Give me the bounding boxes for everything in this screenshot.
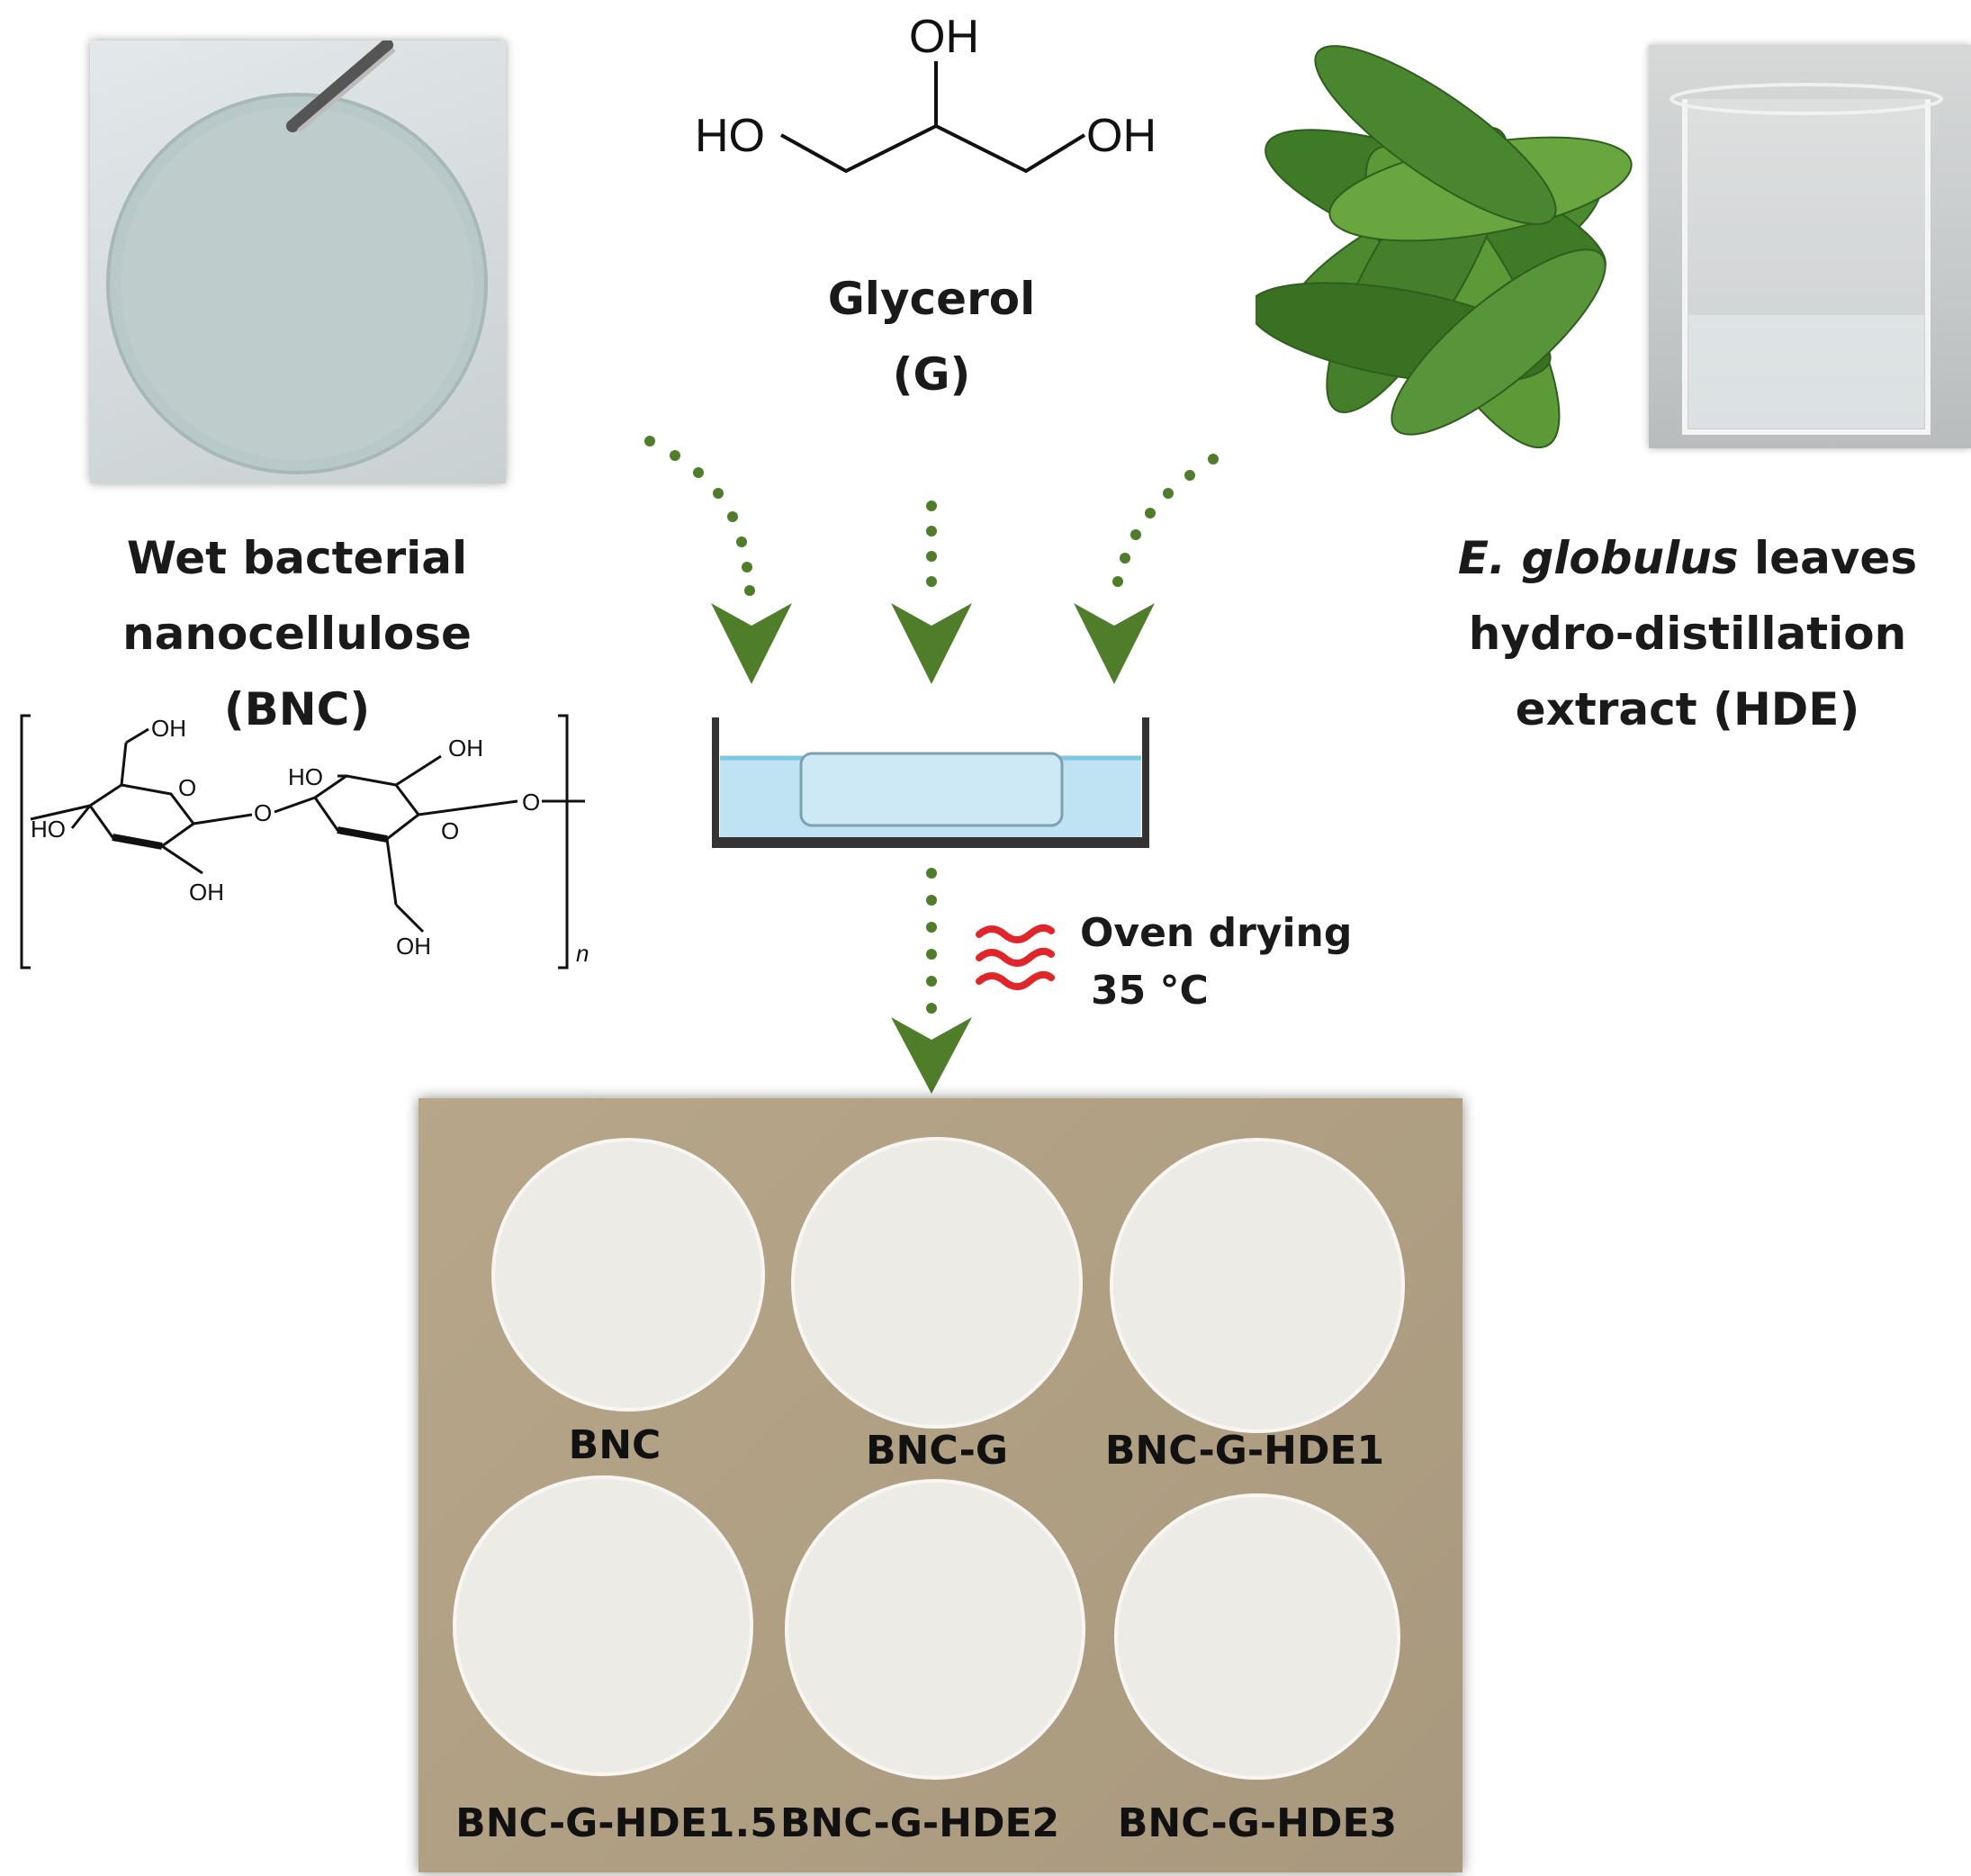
bnc-label-line2: nanocellulose [122, 608, 472, 660]
input-arrows [644, 436, 1219, 684]
tweezers-icon [286, 39, 393, 132]
bnc-membrane-illustration [106, 39, 488, 474]
bnc-membrane-in-tray [799, 752, 1064, 827]
bnc-oh-top-right: OH [448, 735, 483, 762]
hde-beaker-photo [1649, 45, 1971, 448]
bnc-o-ring-left: O [178, 774, 196, 801]
sample-label-bnc-g-hde3: BNC-G-HDE3 [1118, 1800, 1397, 1846]
bnc-label-line1: Wet bacterial [126, 532, 468, 584]
drying-label-line2: 35 °C [1091, 968, 1209, 1014]
glycerol-label: Glycerol (G) [752, 261, 1112, 412]
sample-disc-bnc-g-hde3 [1114, 1493, 1400, 1780]
sample-label-bnc-g-hde1: BNC-G-HDE1 [1105, 1428, 1384, 1474]
arrow-head-left [711, 603, 792, 684]
sample-label-bnc-g-hde1-5: BNC-G-HDE1.5 [455, 1800, 778, 1846]
bnc-label: Wet bacterial nanocellulose (BNC) [72, 520, 522, 747]
hde-label: E. globulus leaves hydro-distillation ex… [1404, 520, 1971, 747]
sample-disc-bnc-g-hde1-5 [453, 1475, 753, 1776]
glycerol-oh-right: OH [1086, 110, 1156, 162]
hde-label-line1: E. globulus leaves [1404, 520, 1971, 596]
casting-tray [712, 717, 1149, 848]
sample-label-bnc: BNC [569, 1422, 662, 1468]
glycerol-ho-left: HO [695, 110, 765, 162]
drying-arrow [891, 868, 972, 1094]
drying-label-line1: Oven drying [1080, 910, 1353, 956]
arrow-head-right [1074, 603, 1155, 684]
bnc-o-end: O [522, 789, 540, 816]
sample-disc-bnc-g-hde2 [785, 1479, 1085, 1780]
hde-label-line3: extract (HDE) [1515, 683, 1860, 735]
hde-label-line2: hydro-distillation [1468, 608, 1907, 660]
bnc-ho-left: HO [31, 816, 66, 843]
glycerol-structure: OH HO OH [695, 11, 1156, 174]
hde-label-line1-rest: leaves [1738, 532, 1918, 584]
beaker-icon [1670, 83, 1943, 435]
glycerol-label-line1: Glycerol [827, 273, 1036, 325]
bnc-o-link: O [254, 799, 272, 826]
bnc-oh-top-left: OH [151, 715, 186, 742]
bnc-photo [90, 39, 506, 483]
eucalyptus-leaves-photo [1256, 45, 1633, 449]
arrow-head-middle [891, 603, 972, 684]
cellulose-structure: n OH HO OH O O HO OH O OH O [20, 714, 589, 970]
glycerol-label-line2: (G) [892, 348, 971, 401]
bnc-oh-bottom-right: OH [396, 933, 431, 960]
hde-species-name: E. globulus [1457, 532, 1739, 584]
bnc-label-line3: (BNC) [223, 683, 371, 735]
sample-disc-bnc-g [791, 1137, 1083, 1429]
polymer-subscript: n [576, 940, 589, 967]
bnc-ho-mid: HO [288, 763, 323, 790]
bnc-oh-bottom-left: OH [189, 879, 224, 906]
heat-icon [976, 924, 1055, 990]
drying-label: Oven drying 35 °C [1080, 905, 1352, 1020]
sample-disc-bnc [491, 1138, 765, 1412]
bnc-o-ring-right: O [441, 817, 459, 844]
sample-label-bnc-g: BNC-G [866, 1428, 1008, 1474]
glycerol-oh-top: OH [909, 11, 979, 63]
sample-disc-bnc-g-hde1 [1110, 1138, 1405, 1433]
sample-label-bnc-g-hde2: BNC-G-HDE2 [780, 1800, 1059, 1846]
